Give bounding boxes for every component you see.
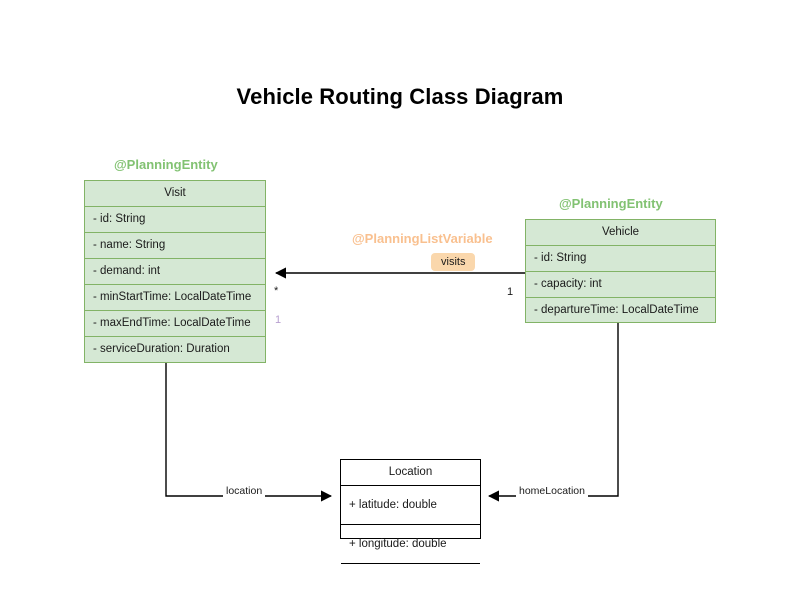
class-attribute: - demand: int [85,259,265,285]
class-attribute: - maxEndTime: LocalDateTime [85,311,265,337]
class-attribute: - departureTime: LocalDateTime [534,304,699,316]
multiplicity-visits-target-secondary: 1 [275,314,282,326]
class-attribute: - id: String [526,246,715,272]
edge-vehicle-home-location [487,322,619,502]
class-attribute: - serviceDuration: Duration [93,343,230,355]
stereotype-visits-planning-list-variable: @PlanningListVariable [352,231,493,246]
multiplicity-visits-source: 1 [507,286,514,298]
multiplicity-visits-target: * [274,285,279,297]
class-attribute: - minStartTime: LocalDateTime [85,285,265,311]
class-box-vehicle[interactable]: Vehicle - id: String - capacity: int - d… [525,219,716,323]
class-name-vehicle: Vehicle [526,220,715,246]
page-title: Vehicle Routing Class Diagram [236,84,564,109]
class-attribute: - id: String [85,207,265,233]
edge-label-home-location: homeLocation [516,485,588,497]
edge-visit-location [165,362,333,502]
class-attribute: - capacity: int [526,272,715,298]
class-name-visit: Visit [85,181,265,207]
class-box-visit[interactable]: Visit - id: String - name: String - dema… [84,180,266,363]
class-attribute: - name: String [85,233,265,259]
edge-label-visits: visits [431,253,476,271]
class-attribute: + longitude: double [341,525,480,564]
class-attribute: + latitude: double [341,486,480,525]
stereotype-vehicle-planning-entity: @PlanningEntity [559,196,663,211]
class-name-location: Location [341,460,480,486]
stereotype-visit-planning-entity: @PlanningEntity [114,157,218,172]
class-box-location[interactable]: Location + latitude: double + longitude:… [340,459,481,564]
edge-label-location: location [223,485,266,497]
